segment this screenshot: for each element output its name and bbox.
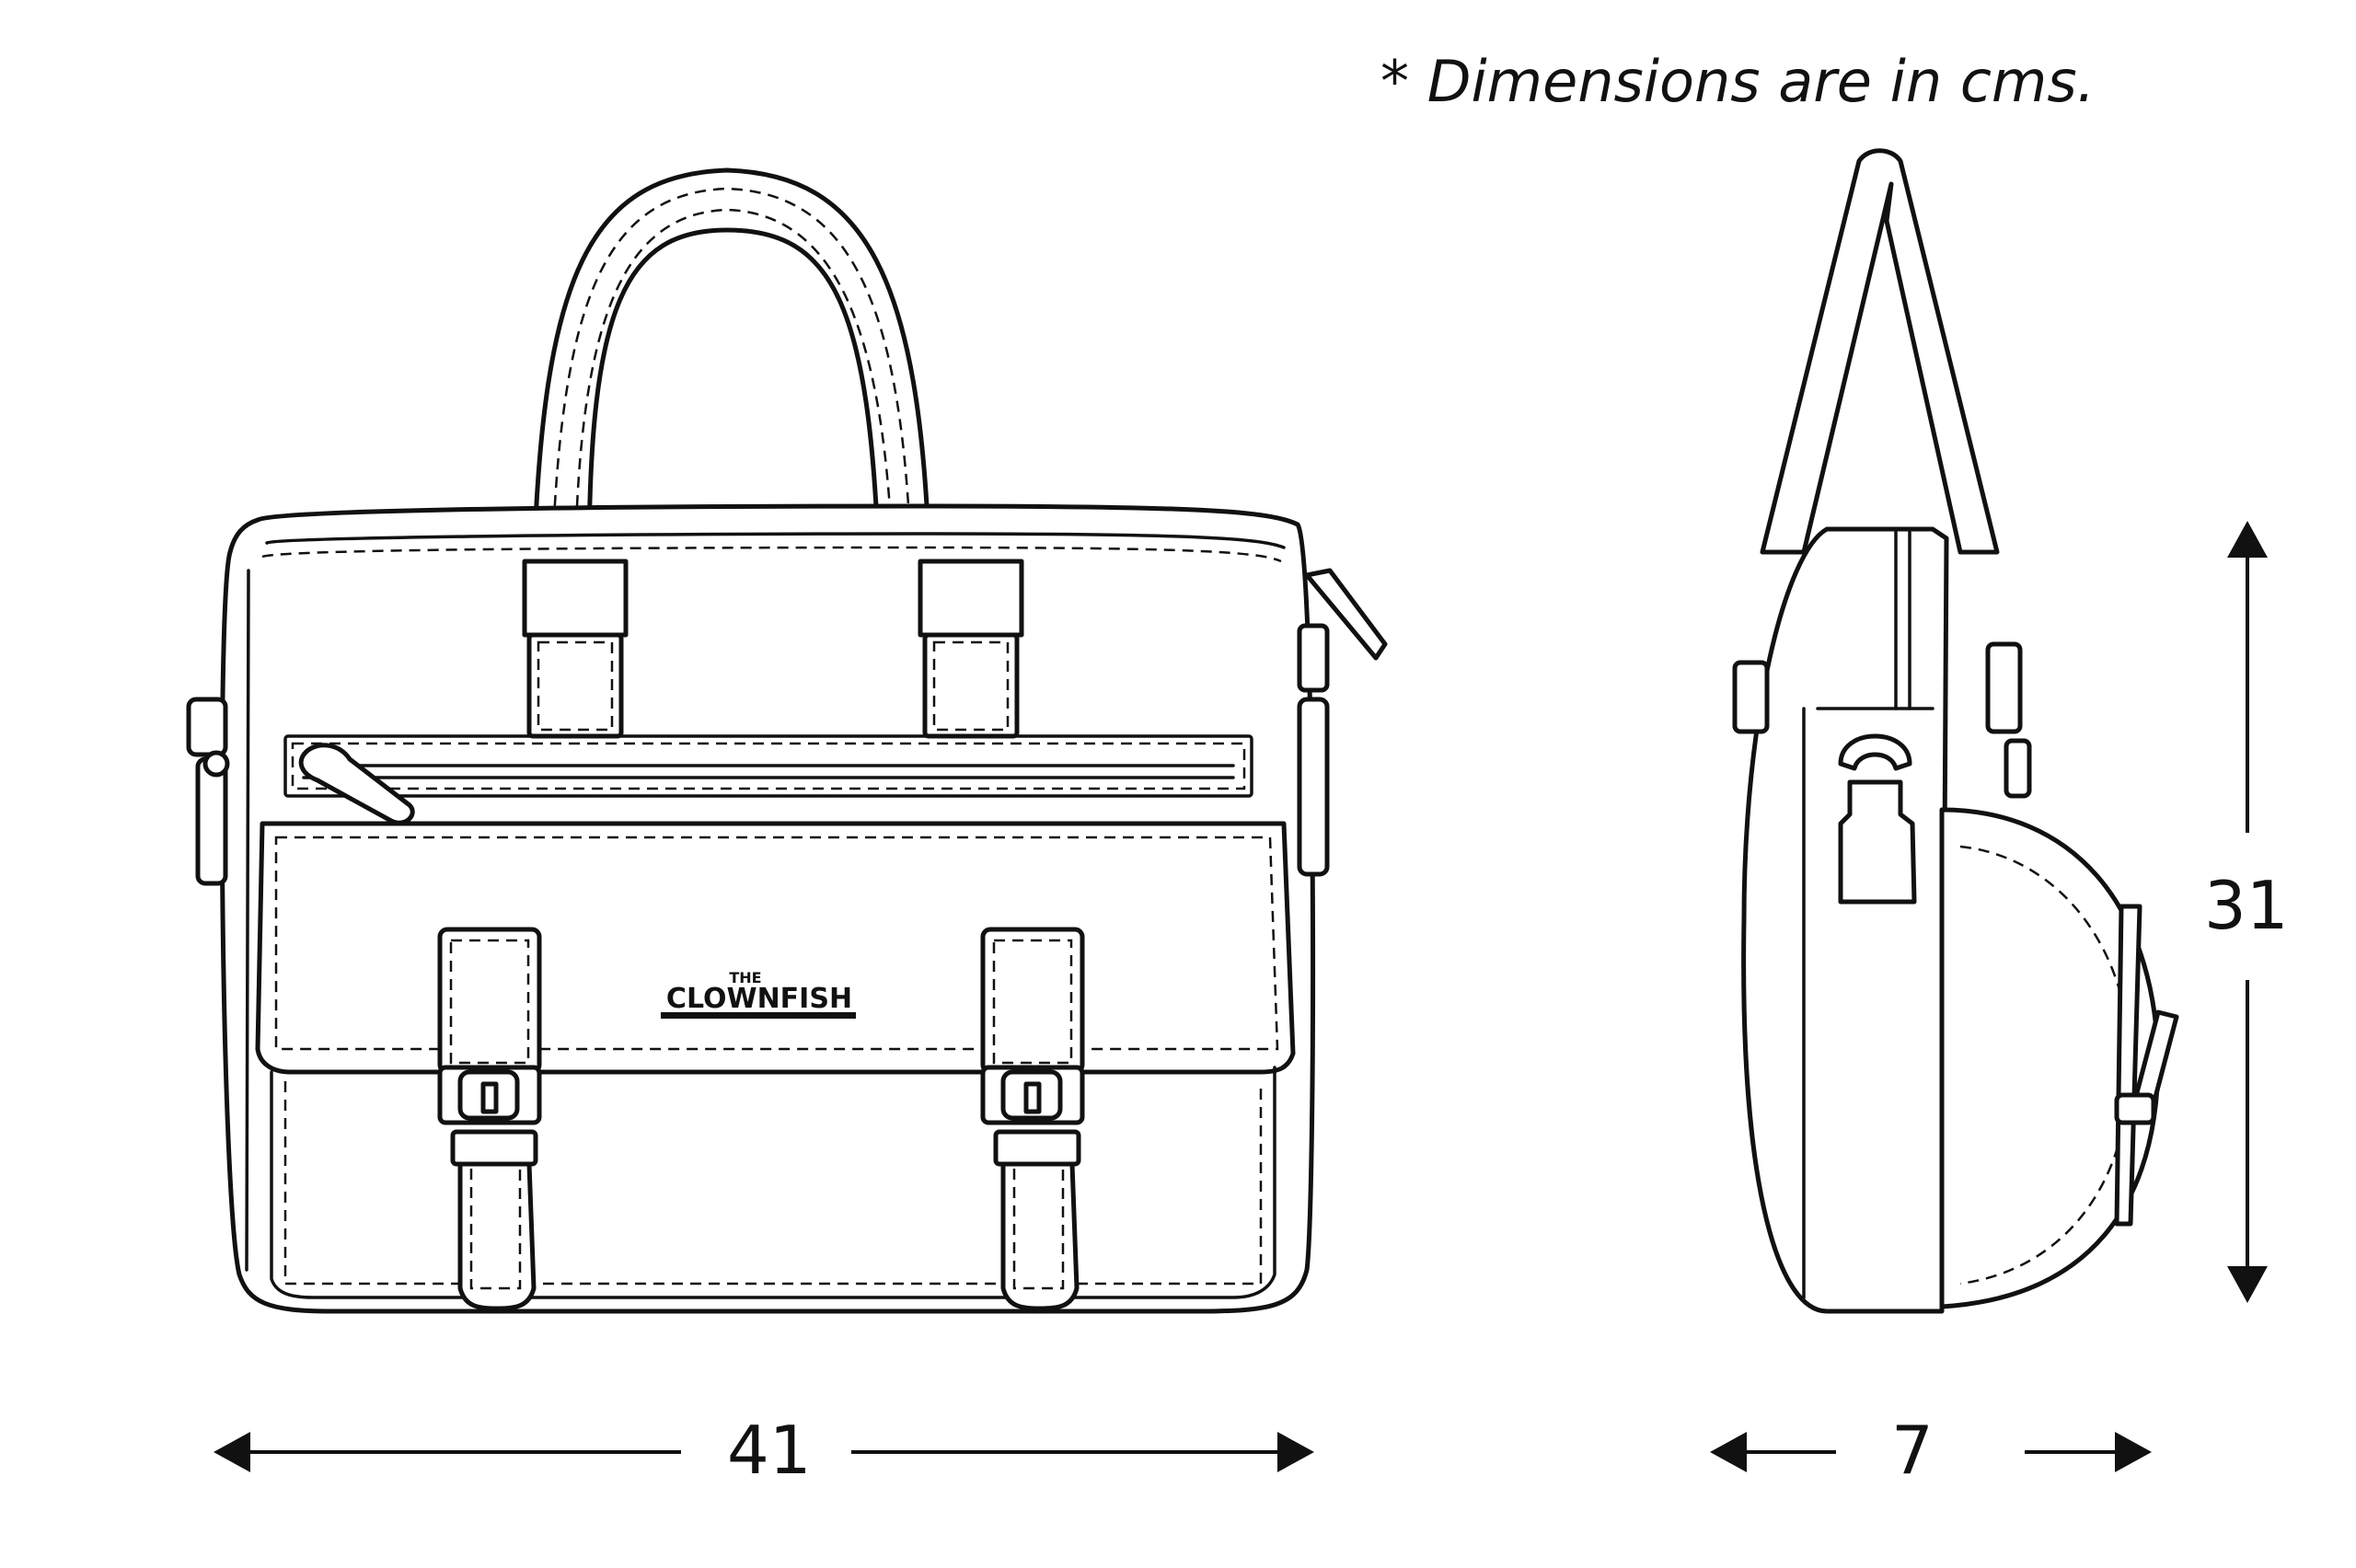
side-strap-clip-left-icon [186,697,230,886]
front-buckle-strap-left [437,927,542,1311]
side-clip-left-icon [1732,660,1770,734]
side-d-ring-icon [1838,733,1917,905]
handle-clip-right-icon [918,559,1024,739]
side-clip-right-icon [1985,641,2023,734]
front-view: THE CLOWNFISH [186,167,1388,1314]
height-dimension-label: 31 [2204,867,2289,944]
handle-clip-left-icon [522,559,629,739]
brand-logo: THE CLOWNFISH [661,969,856,1019]
front-buckle-strap-right [980,927,1085,1311]
front-zip-pocket [283,734,1253,825]
side-body [1741,526,1949,1314]
width-dimension [214,1432,1314,1472]
dimensions-note: * Dimensions are in cms. [1380,48,2096,115]
side-zipper-pull-icon [1297,568,1388,877]
side-handle [1760,148,2000,555]
height-dimension [2227,521,2268,1303]
side-view [1732,148,2179,1314]
depth-dimension-label: 7 [1891,1412,1934,1489]
depth-dimension [1710,1432,2152,1472]
pocket-zipper-pull-icon [298,743,415,825]
logo-small-text: THE [729,969,761,986]
width-dimension-label: 41 [727,1412,812,1489]
logo-main-text: CLOWNFISH [666,983,852,1015]
